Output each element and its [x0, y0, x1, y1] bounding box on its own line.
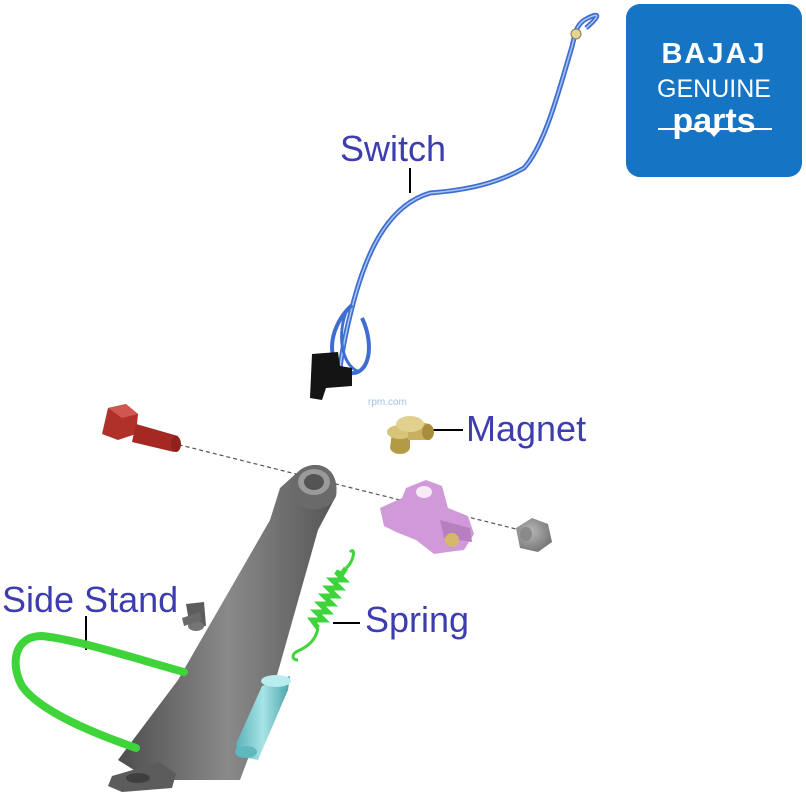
sensor-bracket [380, 480, 474, 554]
assembly-axis-line [171, 442, 521, 531]
watermark: rpm.com [368, 397, 407, 408]
pivot-bolt [102, 404, 181, 452]
magnet-label: Magnet [466, 408, 587, 449]
side-stand-rubber-loop [11, 631, 188, 752]
switch-body [310, 352, 352, 400]
magnet-part [387, 416, 434, 454]
switch-cable [330, 12, 600, 376]
pivot-nut [516, 518, 552, 552]
spring-label: Spring [365, 599, 470, 640]
side-stand-label: Side Stand [2, 579, 179, 620]
stand-pin [235, 675, 291, 760]
logo-arrow-icon [708, 130, 720, 137]
side-stand [108, 465, 337, 792]
switch-label: Switch [340, 128, 447, 169]
logo-genuine: GENUINE [657, 75, 771, 103]
bajaj-genuine-parts-logo: BAJAJ GENUINE parts [626, 4, 802, 177]
logo-underline [658, 128, 772, 130]
logo-brand: BAJAJ [661, 38, 767, 70]
return-spring [291, 549, 355, 662]
